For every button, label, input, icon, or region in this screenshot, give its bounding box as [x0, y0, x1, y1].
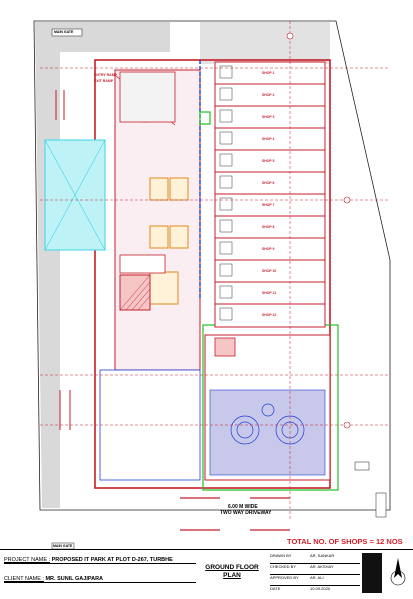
hall-seating-zone: [209, 389, 326, 476]
building-outline: [94, 59, 331, 489]
right-sign-box: [354, 461, 370, 471]
entry-ramp-label: ENTRY RAMP: [94, 73, 117, 77]
setback-top-left: [60, 22, 170, 52]
approved-by-label: APPROVED BY: [270, 575, 299, 580]
shop-label: SHOP 7: [262, 203, 274, 207]
shop-label: SHOP 8: [262, 225, 274, 229]
bottom-arrows: [180, 497, 290, 531]
date-label: DATE: [270, 586, 281, 591]
project-line: PROJECT NAME : PROPOSED IT PARK AT PLOT …: [4, 557, 196, 564]
shop-label: SHOP 4: [262, 137, 274, 141]
drawn-by-row: DRAWN BY AR. SANKAR: [270, 553, 360, 564]
drawn-by-label: DRAWN BY: [270, 553, 292, 558]
logo-box: [362, 553, 382, 593]
date-row: DATE 10.09.2020: [270, 586, 360, 596]
grid-lines: [40, 21, 390, 520]
main-gate-bottom-label: MAIN GATE: [53, 544, 73, 548]
shop-label: SHOP 2: [262, 93, 274, 97]
kitchen-box: [214, 337, 236, 357]
shop-label: SHOP 12: [262, 313, 276, 317]
shop-labels: SHOP 1 SHOP 2 SHOP 3 SHOP 4 SHOP 5 SHOP …: [262, 71, 276, 317]
road-label-1: 6.00 M WIDE: [228, 504, 258, 510]
checked-by-label: CHECKED BY: [270, 564, 297, 569]
approved-by-value: AR. ALI: [310, 575, 324, 580]
project-name: PROPOSED IT PARK AT PLOT D-267, TURBHE: [51, 557, 173, 563]
client-prefix: CLIENT NAME :: [4, 576, 44, 582]
plot-boundary: [33, 20, 391, 511]
checked-by-value: AR. AKSHAY: [310, 564, 334, 569]
top-stair: [119, 71, 176, 123]
checked-by-row: CHECKED BY AR. AKSHAY: [270, 564, 360, 575]
grid-bubbles: [286, 32, 351, 429]
project-prefix: PROJECT NAME :: [4, 557, 51, 563]
right-sign-box2: [375, 492, 387, 518]
date-value: 10.09.2020: [310, 586, 331, 591]
exit-ramp-label: EXIT RAMP: [94, 79, 114, 83]
shop-label: SHOP 6: [262, 181, 274, 185]
shop-label: SHOP 9: [262, 247, 274, 251]
shop-label: SHOP 3: [262, 115, 274, 119]
north-arrow-icon: [388, 558, 408, 588]
approved-by-row: APPROVED BY AR. ALI: [270, 575, 360, 586]
shop-label: SHOP 1: [262, 71, 274, 75]
shop-label: SHOP 11: [262, 291, 276, 295]
driveway-arrows-left: [55, 90, 71, 430]
road-label-2: TWO WAY DRIVEWAY: [220, 510, 272, 516]
setback-grey-mid: [200, 22, 330, 64]
title-block: PROJECT NAME : PROPOSED IT PARK AT PLOT …: [0, 549, 413, 599]
main-gate-top-label: MAIN GATE: [54, 30, 74, 34]
mid-room: [119, 254, 166, 274]
drawn-by-value: AR. SANKAR: [310, 553, 335, 558]
total-shops-label: TOTAL NO. OF SHOPS = 12 NOS: [287, 537, 403, 546]
shop-label: SHOP 5: [262, 159, 274, 163]
shop-label: SHOP 10: [262, 269, 276, 273]
top-gate-box: [51, 28, 83, 37]
green-zone-top: [199, 111, 211, 125]
shops-strip: [214, 61, 326, 328]
client-name: MR. SUNIL GAJIPARA: [45, 576, 104, 582]
drawing-title: GROUND FLOOR PLAN: [205, 564, 259, 579]
client-line: CLIENT NAME : MR. SUNIL GAJIPARA: [4, 576, 196, 583]
